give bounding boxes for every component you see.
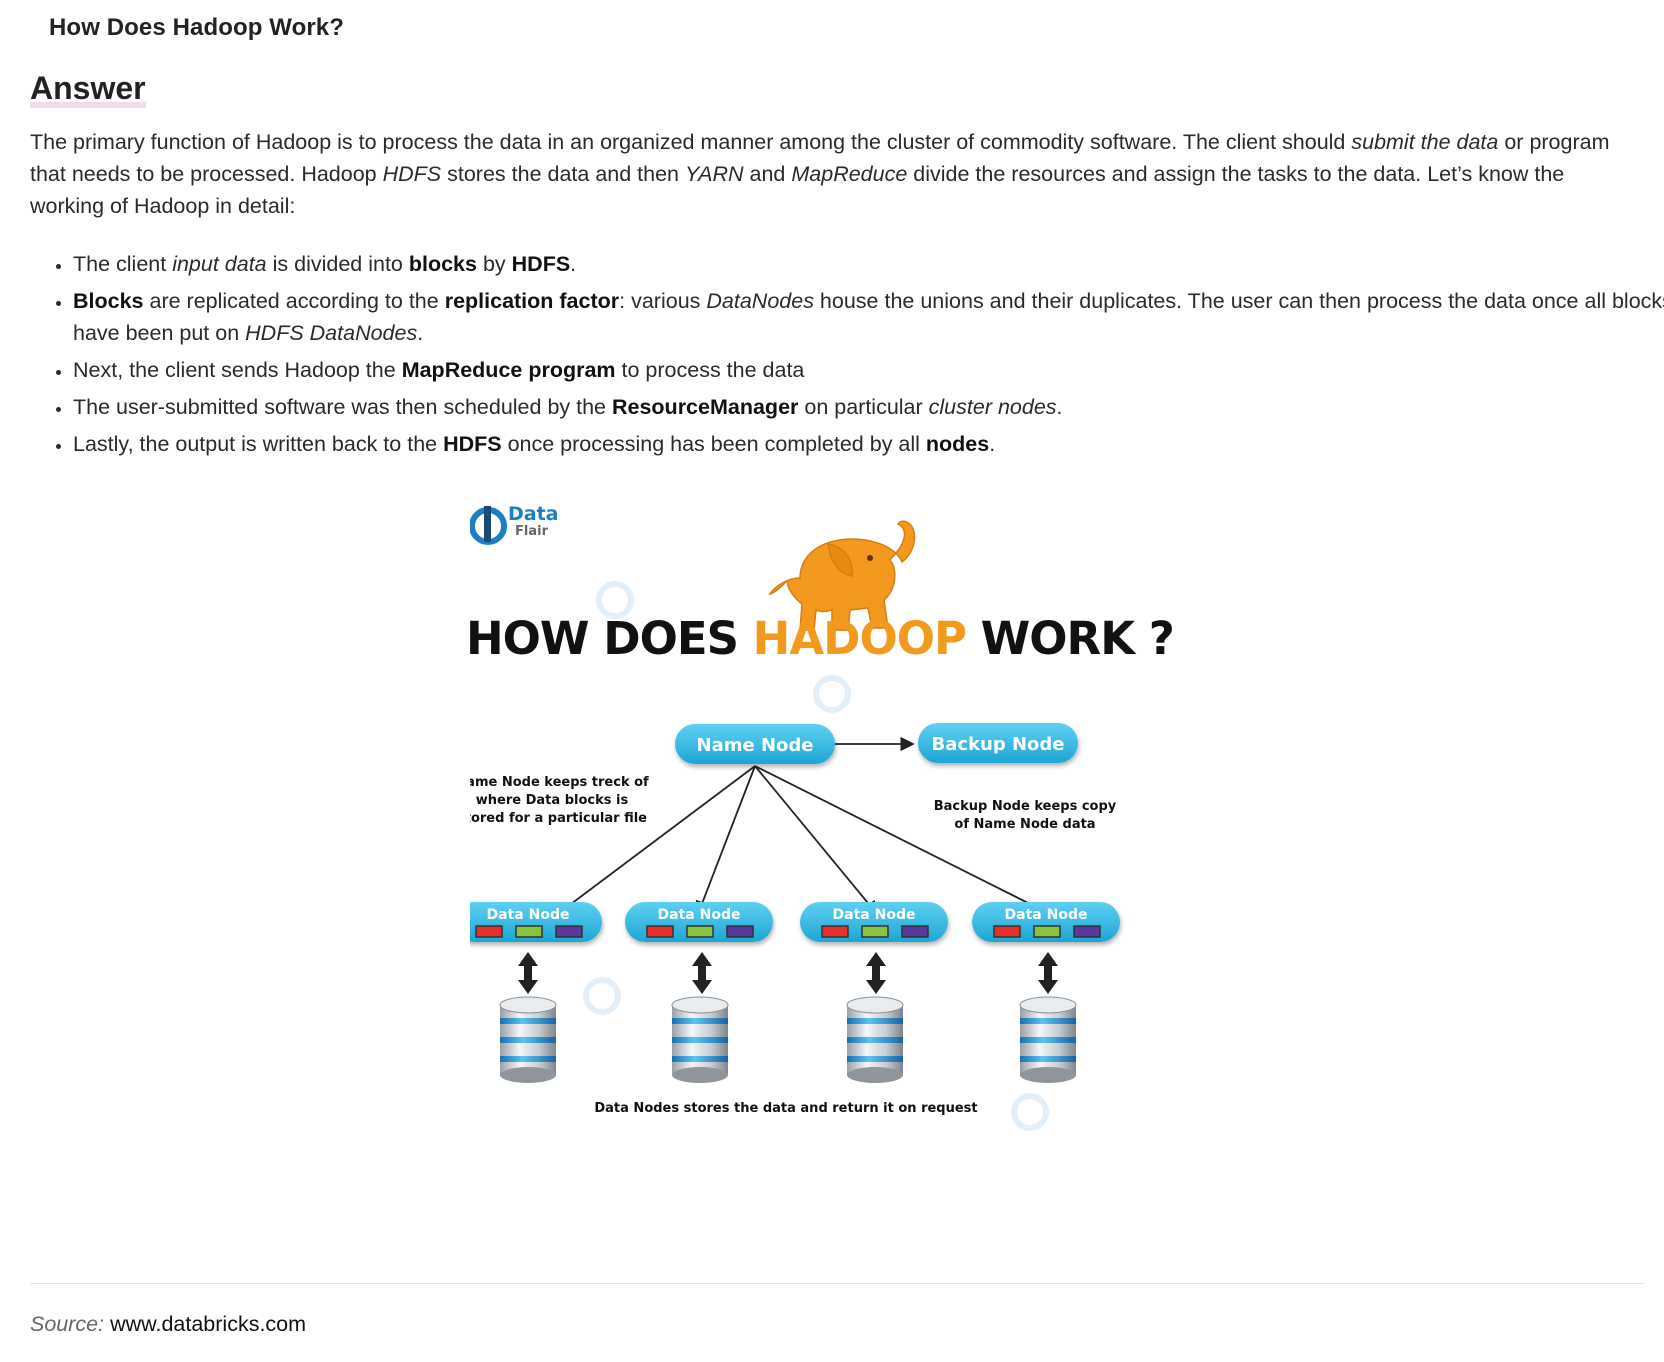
source-label: Source:	[30, 1312, 105, 1336]
bullet-text: is divided into	[266, 252, 409, 276]
data-node-label: Data Node	[658, 907, 741, 923]
data-nodes-footer-note: Data Nodes stores the data and return it…	[594, 1101, 977, 1116]
intro-italic-mapreduce: MapReduce	[791, 162, 908, 186]
diagram-title-hadoop: HADOOP	[753, 612, 966, 665]
list-item: Lastly, the output is written back to th…	[73, 428, 1664, 460]
intro-text-1: The primary function of Hadoop is to pro…	[30, 130, 1352, 154]
bullet-italic: input data	[172, 252, 267, 276]
bullet-bold: HDFS	[511, 252, 571, 276]
diagram-title-part1: HOW DOES	[470, 612, 753, 665]
bullet-text: .	[417, 321, 424, 345]
name-node	[675, 724, 835, 764]
bullet-text: Next, the client sends Hadoop the	[73, 358, 402, 382]
intro-paragraph: The primary function of Hadoop is to pro…	[30, 126, 1644, 222]
answer-heading: Answer	[30, 70, 146, 108]
list-item: Next, the client sends Hadoop the MapRed…	[73, 354, 1664, 386]
bullet-text: Lastly, the output is written back to th…	[73, 432, 444, 456]
logo-text-top: Data	[508, 503, 559, 525]
name-note-line2: where Data blocks is	[476, 793, 629, 808]
diagram-title-part3: WORK ?	[966, 612, 1174, 665]
logo-text-bottom: Flair	[515, 524, 549, 539]
backup-note-line1: Backup Node keeps copy	[934, 799, 1117, 814]
diagram-title: HOW DOES HADOOP WORK ?	[470, 612, 1174, 665]
hadoop-diagram: Data Flair HOW DOES HADOOP WORK ?	[470, 500, 1210, 1210]
bullet-bold: Blocks	[73, 289, 144, 313]
data-node-label: Data Node	[487, 907, 570, 923]
bullet-bold: ResourceManager	[611, 395, 799, 419]
divider	[30, 1283, 1644, 1284]
bullet-italic: HDFS DataNodes	[245, 321, 418, 345]
data-node: Data Node	[800, 902, 948, 942]
name-node-note: Name Node keeps treck of where Data bloc…	[470, 775, 649, 826]
name-node-label: Name Node	[697, 735, 814, 756]
bullet-bold: nodes	[925, 432, 990, 456]
steps-list: The client input data is divided into bl…	[30, 248, 1664, 465]
question-title: How Does Hadoop Work?	[49, 14, 344, 41]
bullet-text: The user-submitted software was then sch…	[73, 395, 612, 419]
bullet-text: to process the data	[615, 358, 805, 382]
database-icon	[671, 996, 729, 1083]
backup-note-line2: of Name Node data	[954, 817, 1095, 832]
data-node-label: Data Node	[1005, 907, 1088, 923]
bullet-bold: HDFS	[443, 432, 502, 456]
list-item: Blocks are replicated according to the r…	[73, 285, 1664, 349]
backup-node-label: Backup Node	[932, 734, 1065, 755]
intro-italic-hdfs: HDFS	[382, 162, 442, 186]
bullet-text: on particular	[798, 395, 929, 419]
intro-text-4: and	[743, 162, 792, 186]
bullet-bold: blocks	[408, 252, 477, 276]
hadoop-diagram-svg: Data Flair HOW DOES HADOOP WORK ?	[470, 503, 1175, 1131]
backup-node-note: Backup Node keeps copy of Name Node data	[934, 799, 1117, 832]
intro-italic-yarn: YARN	[684, 162, 744, 186]
data-node: Data Node	[625, 902, 773, 942]
backup-node	[918, 723, 1078, 763]
database-icon	[499, 996, 557, 1083]
bullet-text: The client	[73, 252, 173, 276]
bullet-bold: replication factor	[444, 289, 620, 313]
data-node: Data Node	[470, 902, 602, 942]
database-icon	[846, 996, 904, 1083]
bullet-text: once processing has been completed by al…	[501, 432, 926, 456]
connector-lines	[553, 736, 1056, 918]
name-note-line3: stored for a particular file	[470, 811, 647, 826]
source-value: www.databricks.com	[110, 1312, 307, 1336]
bullet-text: by	[476, 252, 512, 276]
source-line: Source: www.databricks.com	[30, 1312, 306, 1337]
database-icon	[1019, 996, 1077, 1083]
intro-italic-submit: submit the data	[1351, 130, 1499, 154]
list-item: The user-submitted software was then sch…	[73, 391, 1664, 423]
intro-text-3: stores the data and then	[441, 162, 685, 186]
name-note-line1: Name Node keeps treck of	[470, 775, 649, 790]
list-item: The client input data is divided into bl…	[73, 248, 1664, 280]
bullet-text: .	[570, 252, 577, 276]
intro-text-5: divide the resources and assign the task…	[30, 162, 1565, 218]
bullet-italic: cluster nodes	[928, 395, 1057, 419]
intro-text-2: or program that needs to be processed. H…	[30, 130, 1610, 186]
bullet-text: are replicated according to the	[143, 289, 445, 313]
bullet-text: .	[989, 432, 996, 456]
bullet-text: .	[1056, 395, 1063, 419]
hadoop-elephant-icon	[768, 520, 916, 631]
watermark-icon	[583, 581, 1049, 1131]
bullet-italic: DataNodes	[706, 289, 814, 313]
data-node-label: Data Node	[833, 907, 916, 923]
data-node: Data Node	[972, 902, 1120, 942]
bullet-bold: MapReduce program	[401, 358, 616, 382]
dataflair-logo: Data Flair	[470, 503, 559, 545]
bullet-text: house the unions and their duplicates. T…	[73, 289, 1664, 345]
double-arrow-icon	[518, 952, 1058, 994]
bullet-text: : various	[619, 289, 707, 313]
